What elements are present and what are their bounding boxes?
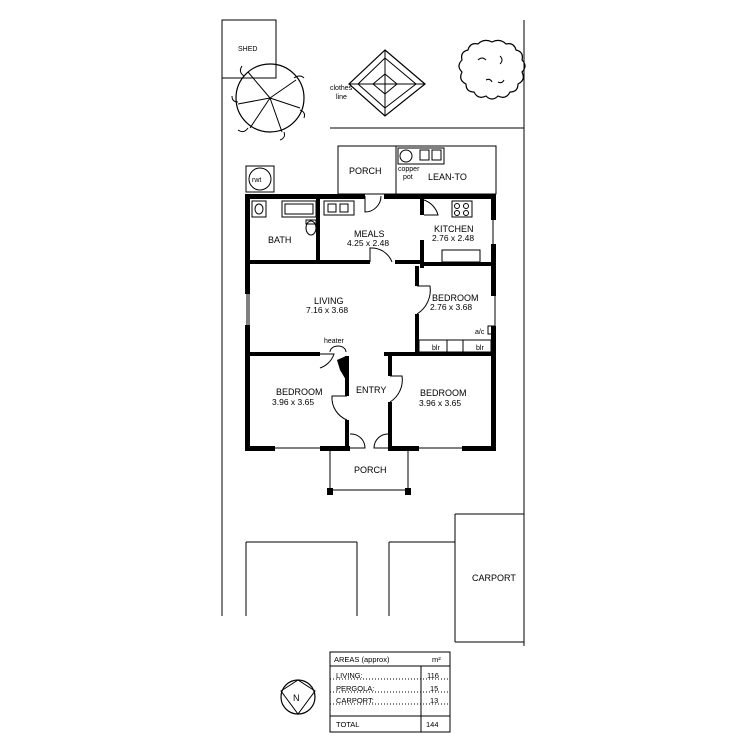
bedroom-sw-label: BEDROOM bbox=[276, 387, 323, 397]
kitchen-size: 2.76 x 2.48 bbox=[432, 233, 474, 243]
kitchen-label: KITCHEN bbox=[434, 224, 474, 234]
carport-outline bbox=[454, 513, 524, 643]
bedroom-sw-size: 3.96 x 3.65 bbox=[272, 397, 314, 407]
copper-pot-icon bbox=[397, 147, 445, 165]
built-in-robes bbox=[418, 339, 492, 353]
north-letter: N bbox=[293, 693, 300, 703]
heater-label: heater bbox=[324, 338, 345, 345]
front-porch-label: PORCH bbox=[354, 465, 387, 475]
rwt-tank-icon bbox=[248, 167, 272, 191]
site-boundary bbox=[221, 20, 525, 646]
living-label: LIVING bbox=[314, 296, 344, 306]
bedroom-east-size: 2.76 x 3.68 bbox=[430, 302, 472, 312]
front-porch-outline bbox=[327, 451, 411, 495]
kitchen-fixtures bbox=[323, 200, 481, 263]
tree-east-icon bbox=[458, 39, 526, 100]
door-swings bbox=[319, 195, 439, 449]
back-porch-label: PORCH bbox=[349, 166, 382, 176]
rwt-box bbox=[245, 165, 275, 193]
driveway-strips bbox=[245, 541, 455, 616]
tree-west-icon bbox=[231, 63, 305, 141]
area-row-label: PERGOLA: bbox=[336, 684, 374, 693]
house-walls bbox=[245, 194, 496, 451]
north-arrow-icon: N bbox=[280, 679, 316, 715]
area-total-label: TOTAL bbox=[336, 720, 359, 729]
clothes-line-label-1: clothes bbox=[330, 85, 353, 92]
copper-pot-label-2: pot bbox=[403, 174, 413, 181]
carport-label: CARPORT bbox=[472, 573, 516, 583]
meals-label: MEALS bbox=[354, 229, 385, 239]
ac-unit-icon bbox=[487, 325, 495, 335]
entry-label: ENTRY bbox=[356, 385, 386, 395]
meals-size: 4.25 x 2.48 bbox=[347, 238, 389, 248]
area-row-value: 15 bbox=[430, 684, 438, 693]
area-total-value: 144 bbox=[426, 720, 439, 729]
bath-fixtures bbox=[251, 200, 317, 236]
areas-table bbox=[329, 651, 451, 733]
living-size: 7.16 x 3.68 bbox=[306, 305, 348, 315]
copper-pot-label-1: copper bbox=[398, 166, 420, 173]
bedroom-east-label: BEDROOM bbox=[432, 293, 479, 303]
clothes-line-icon bbox=[348, 49, 426, 117]
robe-label-right: blr bbox=[476, 345, 484, 352]
area-row-value: 116 bbox=[427, 671, 439, 680]
shed-outline bbox=[221, 19, 277, 79]
area-row-value: 13 bbox=[430, 696, 438, 705]
lean-to-label: LEAN-TO bbox=[428, 172, 467, 182]
bedroom-se-label: BEDROOM bbox=[420, 388, 467, 398]
fireplace-icon bbox=[337, 356, 346, 380]
ac-label: a/c bbox=[475, 329, 485, 336]
areas-unit: m² bbox=[432, 655, 441, 664]
bath-label: BATH bbox=[268, 235, 291, 245]
shed-label: SHED bbox=[238, 46, 257, 53]
rwt-label: rwt bbox=[252, 177, 261, 184]
bedroom-se-size: 3.96 x 3.65 bbox=[419, 398, 461, 408]
clothes-line-label-2: line bbox=[336, 94, 347, 101]
area-row-label: LIVING: bbox=[336, 671, 363, 680]
windows bbox=[246, 220, 496, 449]
heater-icon bbox=[329, 345, 347, 353]
area-row-label: CARPORT: bbox=[336, 696, 374, 705]
areas-header: AREAS (approx) bbox=[334, 655, 390, 664]
robe-label-left: blr bbox=[432, 345, 440, 352]
